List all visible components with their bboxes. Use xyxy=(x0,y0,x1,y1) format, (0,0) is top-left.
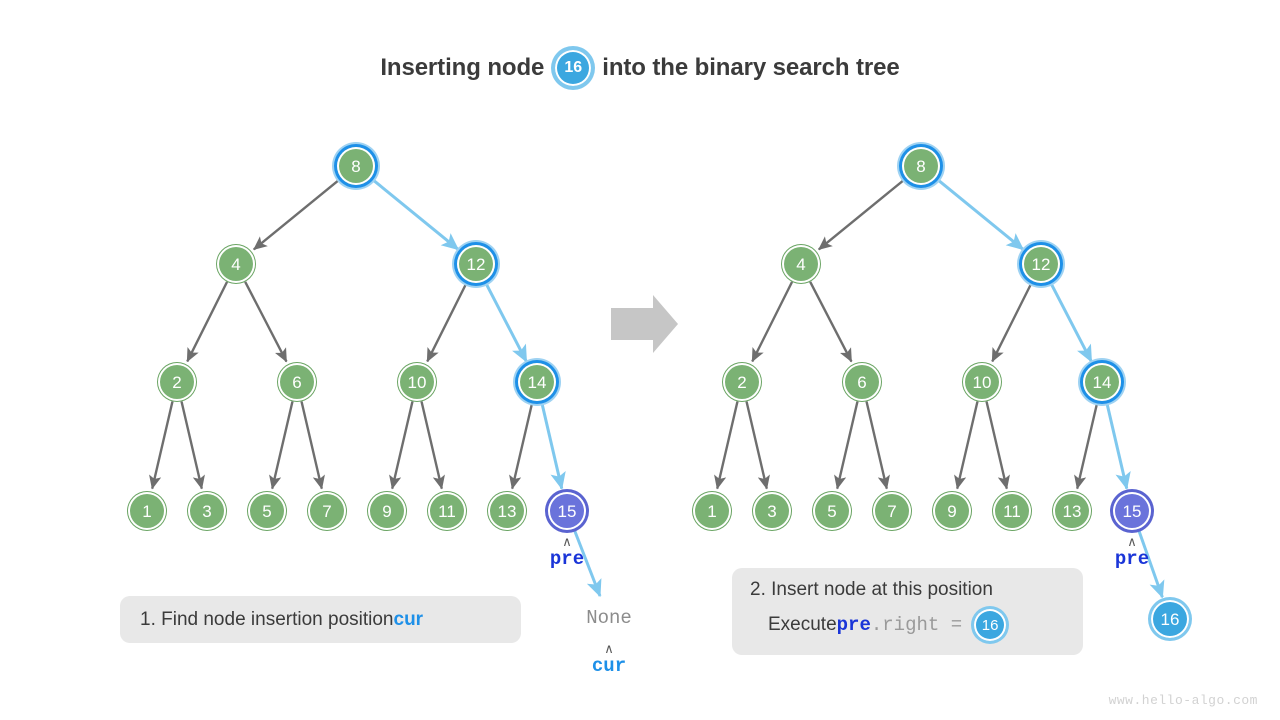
tree-edge-R15-R16 xyxy=(1137,529,1165,599)
tree-node-2: 2 xyxy=(158,363,196,401)
tree-edge-R6-R7 xyxy=(865,401,890,490)
tree-edge-R8-R4 xyxy=(818,177,907,251)
caret-up-icon: ∧ xyxy=(604,641,614,656)
caption-2-keyword-pre: pre xyxy=(836,614,871,636)
tree-edge-R2-R1 xyxy=(714,401,739,490)
tree-edge-R14-R15 xyxy=(1105,401,1131,490)
tree-node-2: 2 xyxy=(723,363,761,401)
tree-edge-L6-L7 xyxy=(300,401,325,490)
tree-node-3: 3 xyxy=(753,492,791,530)
tree-node-4: 4 xyxy=(217,245,255,283)
caption-1-keyword-cur: cur xyxy=(393,608,424,630)
caption-1-text: 1. Find node insertion position xyxy=(140,608,394,630)
tree-node-10: 10 xyxy=(398,363,436,401)
tree-edge-R6-R5 xyxy=(834,401,859,490)
tree-edge-R10-R11 xyxy=(985,401,1010,490)
caption-step-2: 2. Insert node at this position Execute … xyxy=(732,568,1083,655)
tree-node-5: 5 xyxy=(248,492,286,530)
tree-edge-L10-L11 xyxy=(420,401,445,490)
tree-node-15: 15 xyxy=(1113,492,1151,530)
tree-node-4: 4 xyxy=(782,245,820,283)
caret-up-icon: ∧ xyxy=(1127,534,1137,549)
tree-edge-R12-R10 xyxy=(991,281,1034,363)
title-node-badge: 16 xyxy=(555,50,592,86)
tree-edge-L14-L13 xyxy=(509,401,534,490)
tree-edge-R14-R13 xyxy=(1074,401,1099,490)
tree-node-12: 12 xyxy=(1022,245,1060,283)
title-suffix: into the binary search tree xyxy=(602,54,900,81)
tree-edge-L4-L6 xyxy=(244,281,288,363)
pointer-label-pre: ∧pre xyxy=(1115,535,1149,569)
tree-node-10: 10 xyxy=(963,363,1001,401)
tree-node-9: 9 xyxy=(368,492,406,530)
tree-edge-R10-R9 xyxy=(954,401,979,490)
caption-2-node-badge: 16 xyxy=(974,609,1007,641)
right-tree-edges xyxy=(714,177,1165,599)
tree-node-14: 14 xyxy=(518,363,556,401)
tree-node-1: 1 xyxy=(128,492,166,530)
tree-node-15: 15 xyxy=(548,492,586,530)
caption-2-assign-text: .right = xyxy=(870,614,963,636)
tree-edge-L12-L10 xyxy=(426,281,469,363)
tree-node-8: 8 xyxy=(902,147,940,185)
tree-node-7: 7 xyxy=(308,492,346,530)
pointer-name: cur xyxy=(591,655,627,677)
pointer-name: pre xyxy=(1114,548,1150,570)
tree-node-1: 1 xyxy=(693,492,731,530)
tree-edge-R4-R2 xyxy=(751,281,794,363)
pointer-label-cur: ∧cur xyxy=(592,642,626,676)
tree-edge-L14-L15 xyxy=(540,401,566,490)
tree-edge-L6-L5 xyxy=(269,401,294,490)
tree-edge-R12-R14 xyxy=(1048,281,1093,363)
none-label: None xyxy=(586,607,632,629)
tree-node-13: 13 xyxy=(488,492,526,530)
tree-edge-R4-R6 xyxy=(809,281,853,363)
left-tree-edges xyxy=(149,177,602,598)
tree-node-9: 9 xyxy=(933,492,971,530)
pointer-label-pre: ∧pre xyxy=(550,535,584,569)
tree-node-5: 5 xyxy=(813,492,851,530)
tree-node-11: 11 xyxy=(428,492,466,530)
caption-2-line2: Execute pre .right = 16 xyxy=(750,609,1083,641)
tree-node-7: 7 xyxy=(873,492,911,530)
tree-node-6: 6 xyxy=(843,363,881,401)
caption-2-execute-text: Execute xyxy=(768,614,837,635)
page-title: Inserting node 16 into the binary search… xyxy=(0,50,1280,86)
tree-edge-R2-R3 xyxy=(745,401,770,490)
tree-edge-L2-L3 xyxy=(180,401,205,490)
tree-node-16: 16 xyxy=(1151,600,1189,638)
tree-node-6: 6 xyxy=(278,363,316,401)
title-prefix: Inserting node xyxy=(380,54,545,81)
tree-edge-L12-L14 xyxy=(483,281,528,363)
tree-edge-L4-L2 xyxy=(186,281,229,363)
tree-node-3: 3 xyxy=(188,492,226,530)
caption-step-1: 1. Find node insertion position cur xyxy=(120,596,521,643)
tree-node-14: 14 xyxy=(1083,363,1121,401)
tree-edge-L8-L12 xyxy=(370,177,460,251)
tree-node-8: 8 xyxy=(337,147,375,185)
tree-node-13: 13 xyxy=(1053,492,1091,530)
tree-edge-L8-L4 xyxy=(253,177,342,251)
tree-edge-L2-L1 xyxy=(149,401,174,490)
watermark: www.hello-algo.com xyxy=(1108,693,1258,708)
tree-node-11: 11 xyxy=(993,492,1031,530)
tree-edge-L10-L9 xyxy=(389,401,414,490)
tree-node-12: 12 xyxy=(457,245,495,283)
tree-edge-L15-none xyxy=(572,529,602,598)
tree-edge-R8-R12 xyxy=(935,177,1025,251)
pointer-name: pre xyxy=(549,548,585,570)
caption-2-line1: 2. Insert node at this position xyxy=(750,579,993,600)
step-transition-arrow xyxy=(611,295,678,353)
caret-up-icon: ∧ xyxy=(562,534,572,549)
